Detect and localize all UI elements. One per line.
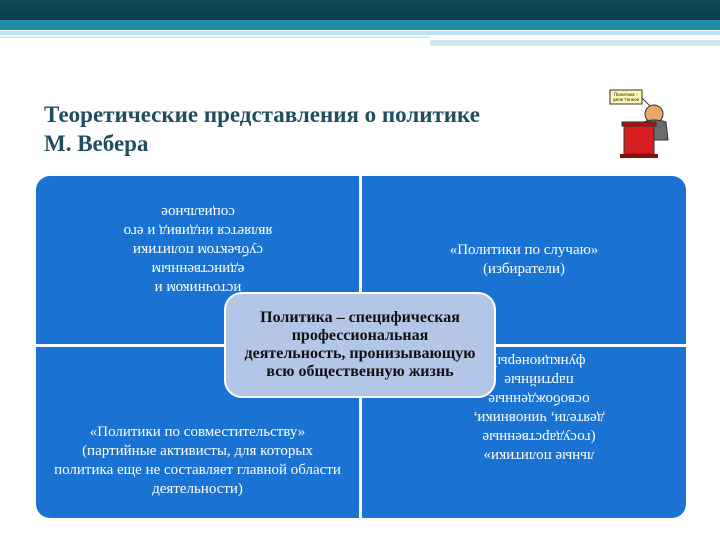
- sign-text-line2: дело тонкое: [613, 97, 640, 102]
- top-light-bar-3: [430, 40, 720, 46]
- slide-title-line1: Теоретические представления о политике: [44, 102, 480, 127]
- sign-text-line1: Политика –: [614, 92, 638, 97]
- center-concept-box: Политика – специфическая профессиональна…: [224, 292, 496, 398]
- politician-at-podium-icon: Политика – дело тонкое: [606, 88, 682, 162]
- slide-title: Теоретические представления о политике М…: [44, 100, 604, 158]
- cell-top-right-text: «Политики по случаю» (избиратели): [449, 242, 599, 277]
- top-dark-bar: [0, 0, 720, 20]
- slide-title-line2: М. Вебера: [44, 131, 149, 156]
- cell-top-left-text: источником и единственным субъектом поли…: [123, 203, 272, 296]
- top-teal-bar: [0, 20, 720, 30]
- cell-bottom-left-text: «Политики по совместительству» (партийны…: [54, 423, 341, 497]
- top-light-bar-2: [0, 36, 430, 38]
- center-concept-text: Политика – специфическая профессиональна…: [244, 309, 476, 380]
- top-light-bar: [0, 31, 720, 35]
